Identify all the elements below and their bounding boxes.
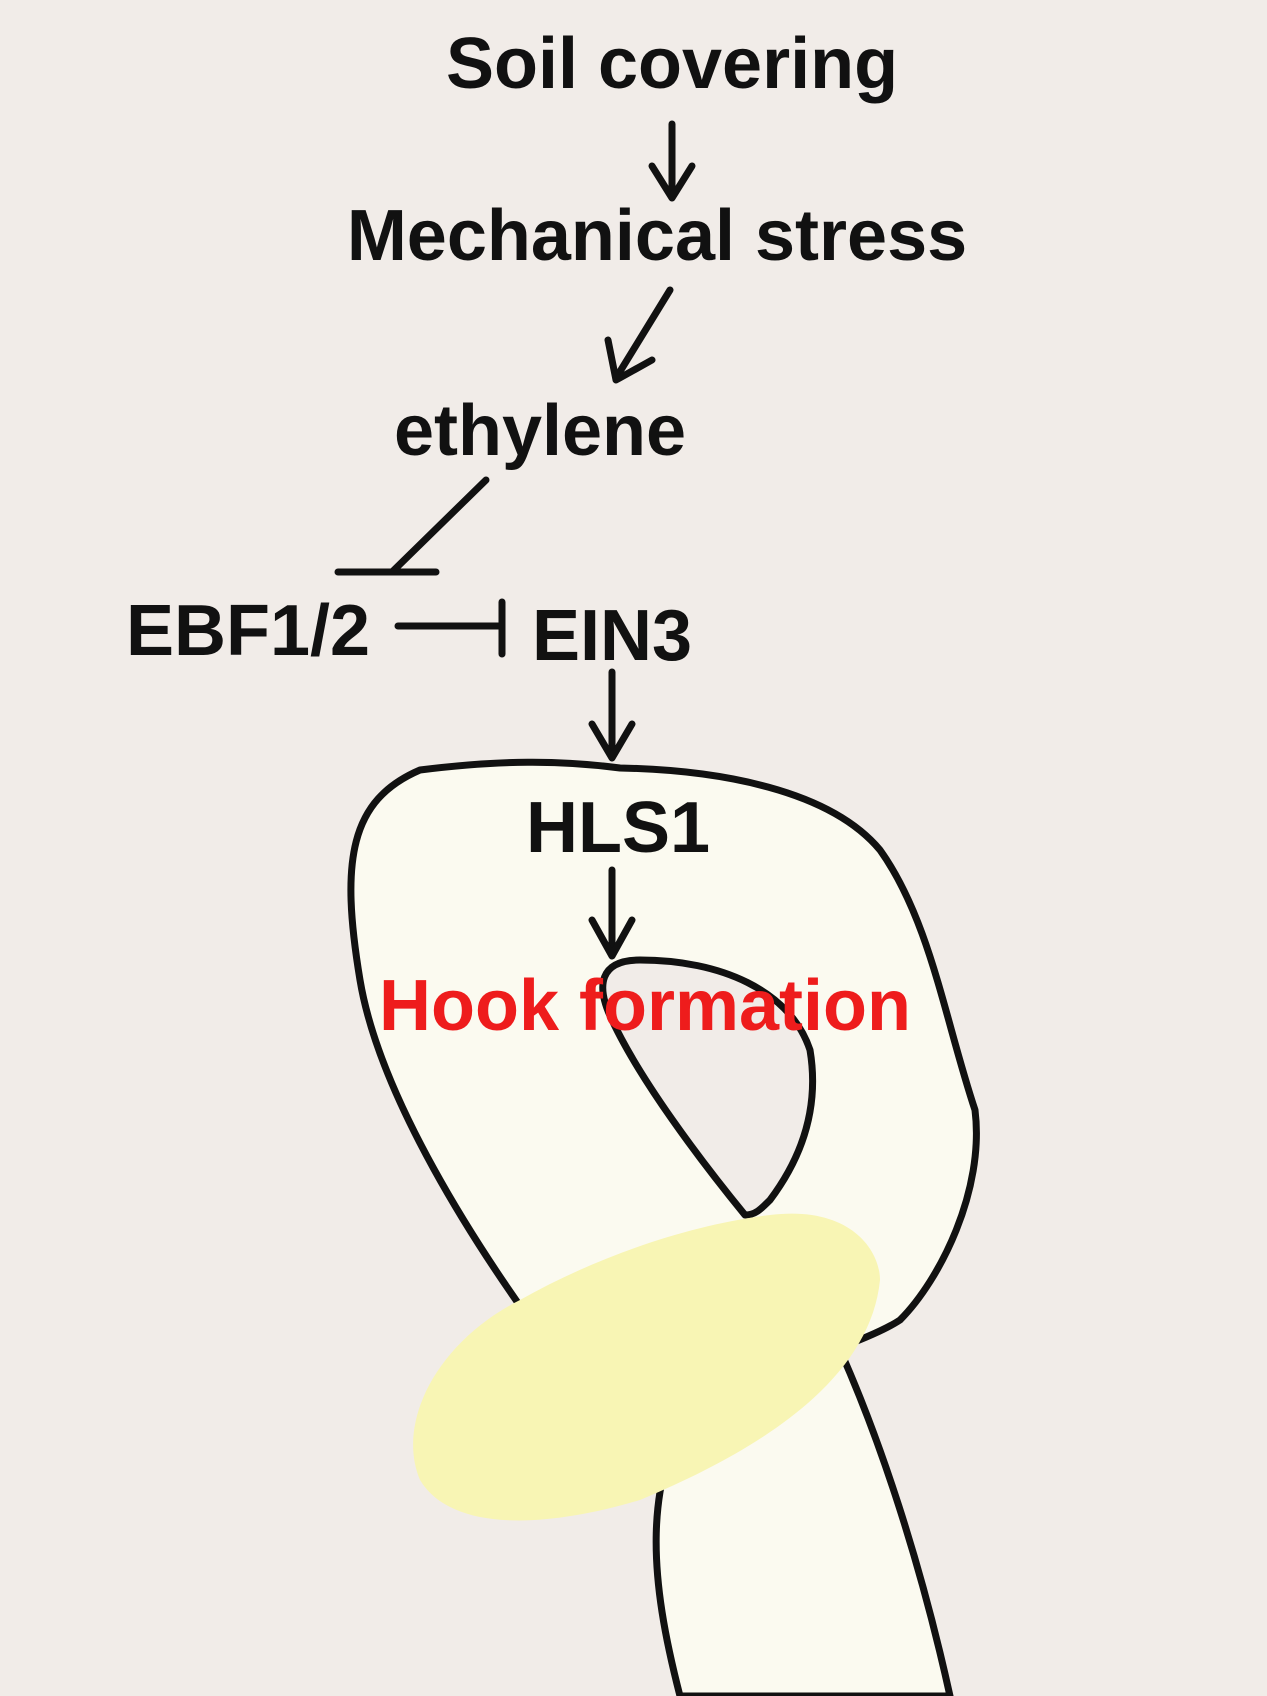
arrow-ein3-to-hls1 <box>588 668 636 762</box>
pathway-edges <box>334 120 696 960</box>
arrow-stress-to-ethylene <box>604 286 674 384</box>
node-hls1: HLS1 <box>526 788 710 868</box>
inhibition-ebf-to-ein3 <box>394 598 506 658</box>
node-ethylene: ethylene <box>394 391 686 471</box>
node-ein3: EIN3 <box>532 596 692 676</box>
arrow-soil-to-stress <box>648 120 696 202</box>
node-mechanical-stress: Mechanical stress <box>347 196 967 276</box>
pathway-nodes: Soil covering Mechanical stress ethylene… <box>126 24 967 1046</box>
node-ebf1-2: EBF1/2 <box>126 591 370 671</box>
hook-inner-loop <box>599 956 817 1219</box>
node-soil-covering: Soil covering <box>446 24 898 104</box>
arrow-hls1-to-hook <box>588 866 636 960</box>
seedling-illustration <box>347 758 980 1696</box>
inhibition-ethylene-to-ebf <box>334 476 490 576</box>
cotyledon <box>413 1213 880 1521</box>
node-hook-formation: Hook formation <box>379 966 911 1046</box>
